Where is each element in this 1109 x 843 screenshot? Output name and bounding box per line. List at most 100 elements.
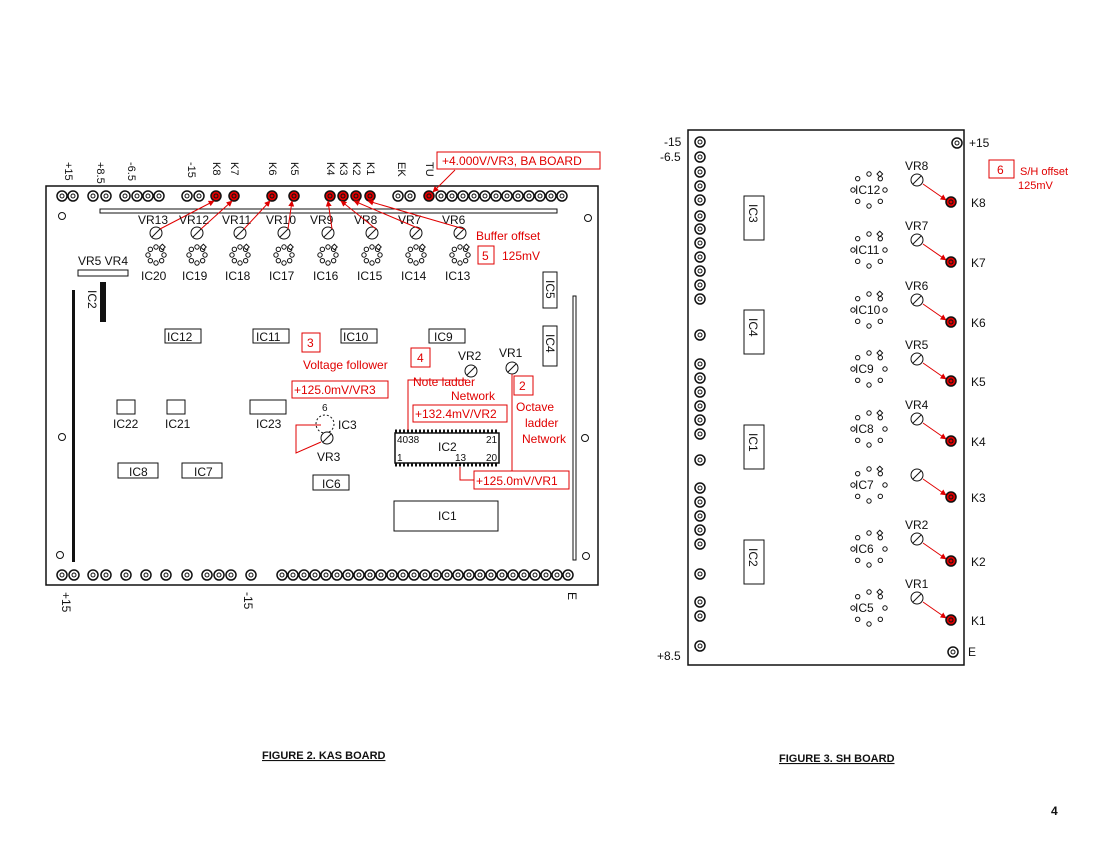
kas-bottom-pad[interactable] [485, 569, 497, 581]
sh-pad-plus15[interactable] [951, 137, 963, 149]
kas-bottom-pad[interactable] [201, 569, 213, 581]
trimmer-vr9[interactable] [321, 226, 335, 240]
kas-top-pad[interactable] [337, 190, 349, 202]
sh-edge-pad[interactable] [694, 210, 706, 222]
kas-bottom-pad[interactable] [309, 569, 321, 581]
kas-bottom-pad[interactable] [213, 569, 225, 581]
kas-top-pad[interactable] [490, 190, 502, 202]
kas-top-pad[interactable] [193, 190, 205, 202]
sh-output-pad-k3[interactable] [945, 491, 957, 503]
kas-bottom-pad[interactable] [496, 569, 508, 581]
kas-bottom-pad[interactable] [68, 569, 80, 581]
kas-top-pad[interactable] [350, 190, 362, 202]
kas-top-pad[interactable] [423, 190, 435, 202]
kas-bottom-pad[interactable] [408, 569, 420, 581]
kas-top-pad[interactable] [364, 190, 376, 202]
trimmer-vr11[interactable] [233, 226, 247, 240]
sh-edge-pad[interactable] [694, 640, 706, 652]
kas-top-pad[interactable] [457, 190, 469, 202]
kas-top-pad[interactable] [119, 190, 131, 202]
kas-bottom-pad[interactable] [397, 569, 409, 581]
sh-edge-pad[interactable] [694, 329, 706, 341]
sh-edge-pad[interactable] [694, 151, 706, 163]
sh-edge-pad[interactable] [694, 496, 706, 508]
trimmer-vr10[interactable] [277, 226, 291, 240]
sh-output-pad-k1[interactable] [945, 614, 957, 626]
kas-bottom-pad[interactable] [375, 569, 387, 581]
trimmer-vr13[interactable] [149, 226, 163, 240]
kas-top-pad[interactable] [100, 190, 112, 202]
kas-top-pad[interactable] [392, 190, 404, 202]
trimmer-vr7[interactable] [409, 226, 423, 240]
kas-top-pad[interactable] [446, 190, 458, 202]
kas-top-pad[interactable] [87, 190, 99, 202]
sh-edge-pad[interactable] [694, 293, 706, 305]
kas-bottom-pad[interactable] [452, 569, 464, 581]
kas-bottom-pad[interactable] [441, 569, 453, 581]
sh-output-pad-k2[interactable] [945, 555, 957, 567]
kas-bottom-pad[interactable] [342, 569, 354, 581]
trimmer-vr6[interactable] [453, 226, 467, 240]
kas-top-pad[interactable] [435, 190, 447, 202]
kas-top-pad[interactable] [501, 190, 513, 202]
sh-trimmer[interactable] [910, 532, 924, 546]
kas-bottom-pad[interactable] [320, 569, 332, 581]
kas-top-pad[interactable] [228, 190, 240, 202]
kas-bottom-pad[interactable] [287, 569, 299, 581]
sh-trimmer[interactable] [910, 352, 924, 366]
kas-bottom-pad[interactable] [430, 569, 442, 581]
kas-bottom-pad[interactable] [56, 569, 68, 581]
sh-edge-pad[interactable] [694, 136, 706, 148]
sh-edge-pad[interactable] [694, 510, 706, 522]
sh-edge-pad[interactable] [694, 372, 706, 384]
kas-bottom-pad[interactable] [160, 569, 172, 581]
kas-bottom-pad[interactable] [87, 569, 99, 581]
kas-top-pad[interactable] [324, 190, 336, 202]
kas-bottom-pad[interactable] [298, 569, 310, 581]
trimmer-vr12[interactable] [190, 226, 204, 240]
sh-edge-pad[interactable] [694, 180, 706, 192]
sh-edge-pad[interactable] [694, 265, 706, 277]
sh-output-pad-k8[interactable] [945, 196, 957, 208]
kas-top-pad[interactable] [181, 190, 193, 202]
kas-top-pad[interactable] [523, 190, 535, 202]
sh-edge-pad[interactable] [694, 428, 706, 440]
sh-edge-pad[interactable] [694, 251, 706, 263]
sh-edge-pad[interactable] [694, 166, 706, 178]
kas-top-pad[interactable] [404, 190, 416, 202]
sh-edge-pad[interactable] [694, 194, 706, 206]
kas-bottom-pad[interactable] [529, 569, 541, 581]
kas-top-pad[interactable] [67, 190, 79, 202]
kas-top-pad[interactable] [545, 190, 557, 202]
sh-output-pad-k4[interactable] [945, 435, 957, 447]
vr3-trimmer[interactable] [320, 431, 334, 445]
kas-bottom-pad[interactable] [120, 569, 132, 581]
sh-edge-pad[interactable] [694, 568, 706, 580]
sh-edge-pad[interactable] [694, 237, 706, 249]
kas-bottom-pad[interactable] [551, 569, 563, 581]
kas-top-pad[interactable] [534, 190, 546, 202]
sh-trimmer[interactable] [910, 173, 924, 187]
trimmer-vr8[interactable] [365, 226, 379, 240]
kas-top-pad[interactable] [153, 190, 165, 202]
sh-edge-pad[interactable] [694, 386, 706, 398]
sh-output-pad-k5[interactable] [945, 375, 957, 387]
sh-edge-pad[interactable] [694, 610, 706, 622]
kas-top-pad[interactable] [131, 190, 143, 202]
sh-edge-pad[interactable] [694, 524, 706, 536]
sh-pad-e[interactable] [947, 646, 959, 658]
kas-bottom-pad[interactable] [474, 569, 486, 581]
kas-bottom-pad[interactable] [507, 569, 519, 581]
kas-bottom-pad[interactable] [353, 569, 365, 581]
kas-bottom-pad[interactable] [463, 569, 475, 581]
sh-trimmer[interactable] [910, 468, 924, 482]
kas-top-pad[interactable] [512, 190, 524, 202]
kas-top-pad[interactable] [142, 190, 154, 202]
kas-bottom-pad[interactable] [331, 569, 343, 581]
sh-edge-pad[interactable] [694, 400, 706, 412]
kas-top-pad[interactable] [479, 190, 491, 202]
sh-edge-pad[interactable] [694, 223, 706, 235]
kas-bottom-pad[interactable] [386, 569, 398, 581]
kas-bottom-pad[interactable] [100, 569, 112, 581]
kas-bottom-pad[interactable] [181, 569, 193, 581]
